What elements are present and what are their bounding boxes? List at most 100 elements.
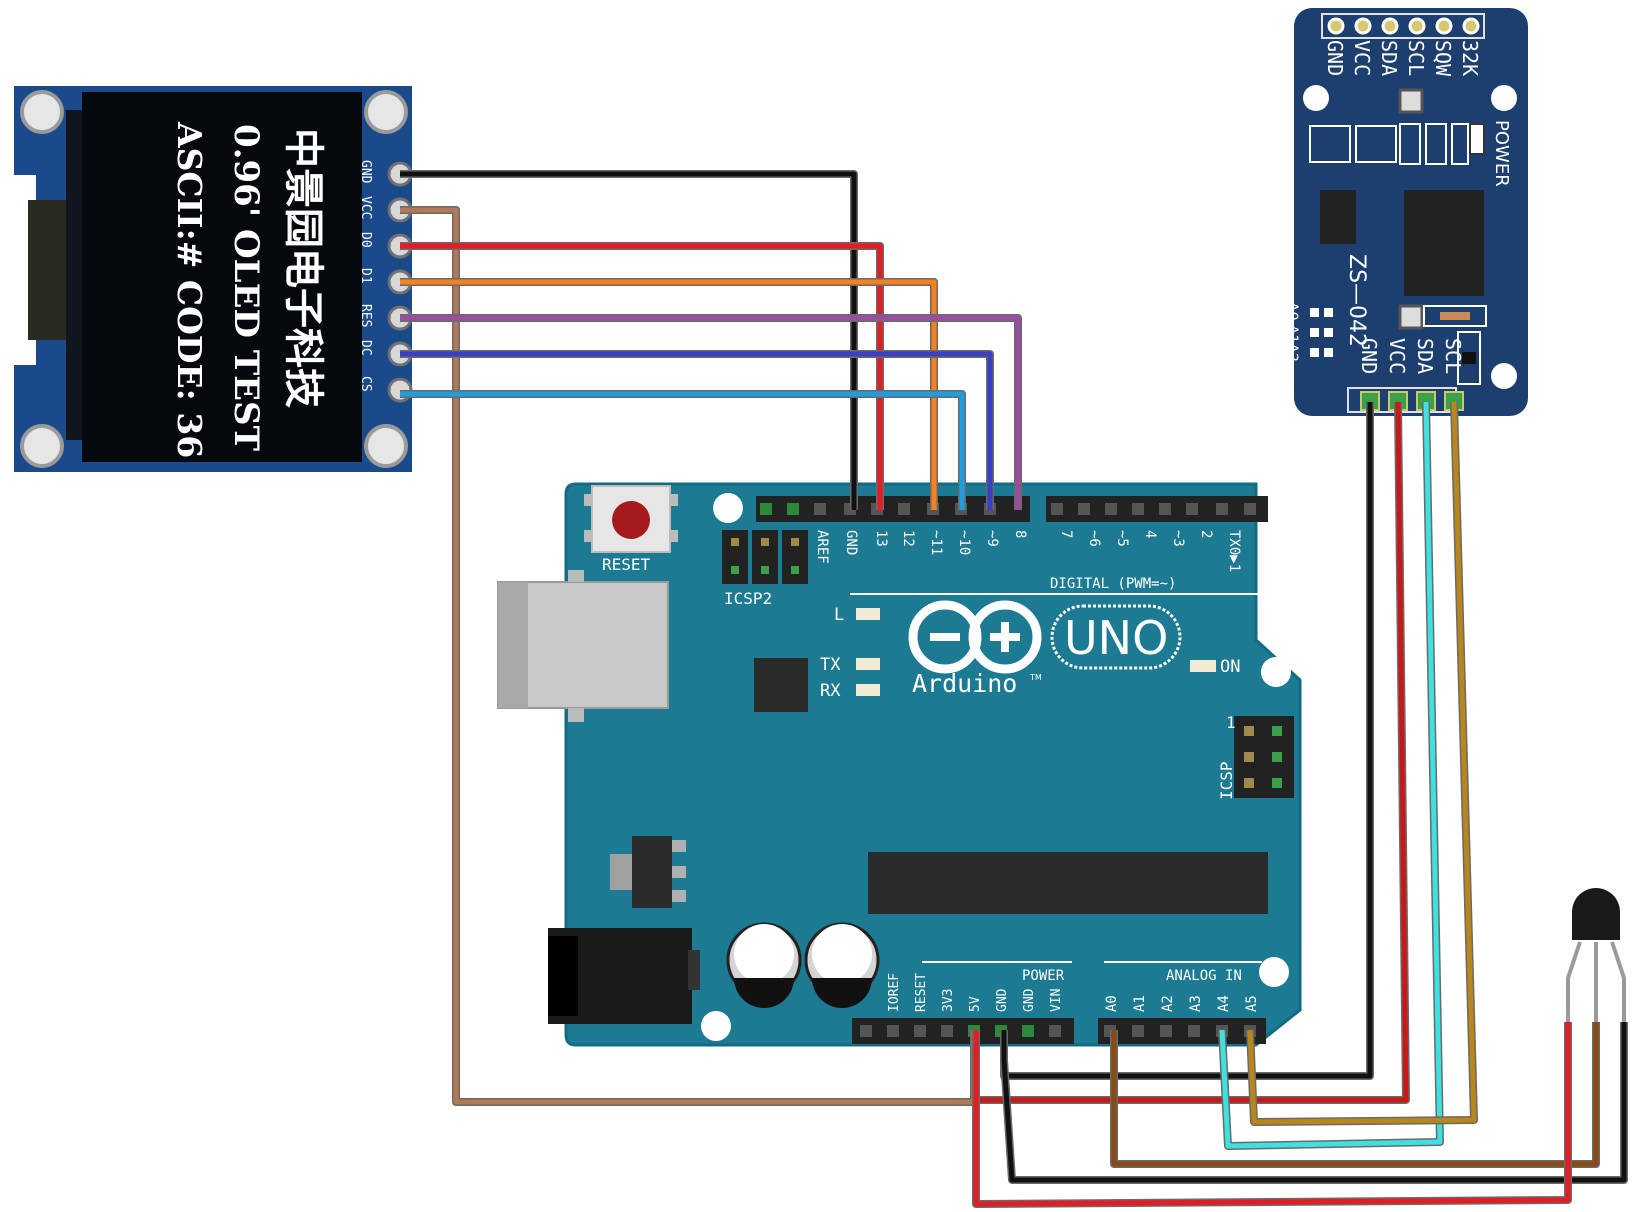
wire-d0-red <box>400 243 883 510</box>
digital-pin <box>814 503 826 515</box>
analog-pin <box>1160 1025 1172 1037</box>
mount-hole <box>364 90 408 134</box>
uno-label: UNO <box>1064 611 1168 665</box>
rtc-model: ZS—042 <box>1344 254 1369 347</box>
rtc-addr-label: A0 A1A2 <box>1284 302 1300 362</box>
digital-pin <box>1216 503 1228 515</box>
led-rx <box>856 684 880 696</box>
digital-pin-label: ~6 <box>1086 530 1102 547</box>
analog-pin-label: A1 <box>1132 995 1148 1012</box>
digital-pin <box>760 503 772 515</box>
rtc-top-pin-label: VCC <box>1350 40 1374 76</box>
wire-gnd-black-outline <box>400 170 858 510</box>
arduino-uno: RESET ICSP2 L TX RX ON Arduino TM UNO <box>497 482 1302 1047</box>
mount-hole <box>20 90 64 134</box>
digital-pin-label: TX0▶1 <box>1226 530 1242 572</box>
reset-button[interactable] <box>584 485 678 553</box>
led-on-label: ON <box>1220 657 1240 677</box>
resistor-array <box>1355 125 1397 163</box>
rtc-top-pin <box>1435 17 1453 35</box>
wire-d1-orange <box>400 279 937 510</box>
wire-res-purple-outline <box>400 314 1022 510</box>
digital-header <box>756 496 1268 522</box>
arduino-logo <box>908 600 1042 674</box>
oled-pin-label: GND <box>358 160 373 184</box>
rtc-top-pin-label: SDA <box>1377 40 1401 76</box>
power-pin <box>887 1025 899 1037</box>
digital-pin <box>1132 503 1144 515</box>
digital-label: DIGITAL (PWM=~) <box>1050 576 1176 592</box>
lm35-body <box>1572 888 1620 940</box>
mount-hole <box>364 424 408 468</box>
wire-cs-skyblue <box>400 391 965 510</box>
wire-lm35-gnd <box>1001 1022 1627 1183</box>
oled-line-2: 0.96' OLED TEST <box>226 124 266 451</box>
digital-pin-label: 4 <box>1142 530 1158 538</box>
regulator-tab <box>610 854 632 890</box>
board-mount-hole <box>713 493 743 523</box>
digital-pin-label: GND <box>843 530 859 555</box>
digital-pin-label: ~10 <box>956 530 972 555</box>
icsp-pin <box>1244 778 1254 788</box>
rtc-power-led <box>1469 123 1485 155</box>
wire-rtc-sda <box>1219 401 1443 1149</box>
uno-badge <box>1050 604 1182 670</box>
digital-pin-label: ~11 <box>928 530 944 555</box>
power-pin <box>1022 1025 1034 1037</box>
digital-pin <box>1105 503 1117 515</box>
board-mount-hole <box>701 1011 731 1041</box>
rtc-mount-hole <box>1491 85 1517 111</box>
arduino-tm: TM <box>1029 673 1042 682</box>
eeprom-chip <box>1320 190 1356 244</box>
rtc-bottom-pin-label: VCC <box>1385 338 1409 374</box>
wire-gnd-black <box>400 171 857 510</box>
power-pin <box>941 1025 953 1037</box>
power-pin-label: GND <box>995 988 1010 1012</box>
icsp2-label: ICSP2 <box>724 589 772 608</box>
digital-pin <box>898 503 910 515</box>
wire-res-purple <box>400 315 1021 510</box>
icsp-label: ICSP <box>1217 761 1236 800</box>
reset-button-cap[interactable] <box>612 501 650 539</box>
rtc-top-pin-label: SCL <box>1404 40 1428 76</box>
lm35-leg <box>1610 941 1626 1022</box>
wire-rtc-scl <box>1247 401 1477 1125</box>
power-label: POWER <box>1022 968 1065 984</box>
rtc-bottom-pin-label: SCL <box>1441 338 1465 374</box>
rtc-top-pin-label: SQW <box>1431 40 1455 77</box>
rtc-top-pin <box>1354 17 1372 35</box>
oled-pin-label: D0 <box>358 232 373 248</box>
icsp-pin <box>1272 778 1282 788</box>
oled-line-1: 中景园电子科技 <box>280 128 327 408</box>
digital-pin <box>1244 503 1256 515</box>
power-pin <box>914 1025 926 1037</box>
icsp-pin <box>1272 726 1282 736</box>
wire-lm35-vcc <box>973 1022 1571 1207</box>
power-pin-label: IOREF <box>887 973 902 1012</box>
power-pin-label: VIN <box>1049 989 1064 1012</box>
power-pin-label: 5V <box>968 996 983 1012</box>
oled-pin-label: VCC <box>358 196 373 219</box>
rtc-mount-hole <box>1303 85 1329 111</box>
lm35-label-1: LM <box>1582 940 1596 951</box>
digital-pin <box>1078 503 1090 515</box>
oled-pin-label: DC <box>358 340 373 356</box>
wire-dc-blue <box>400 351 993 510</box>
analog-header <box>1098 1018 1266 1044</box>
analog-pin-label: A5 <box>1244 995 1260 1012</box>
icsp-pin <box>1244 726 1254 736</box>
rtc-mount-hole <box>1491 363 1517 389</box>
microcontroller-chip <box>868 852 1268 914</box>
icsp2-header <box>722 530 808 584</box>
power-header <box>852 1018 1074 1044</box>
analog-pin-label: A0 <box>1104 995 1120 1012</box>
analog-pin <box>1188 1025 1200 1037</box>
icsp-pin <box>1272 752 1282 762</box>
rtc-bottom-pin-label: SDA <box>1413 338 1437 374</box>
oled-line-3: ASCII:# CODE: 36 <box>170 121 209 458</box>
oled-pin-label: CS <box>358 376 373 392</box>
